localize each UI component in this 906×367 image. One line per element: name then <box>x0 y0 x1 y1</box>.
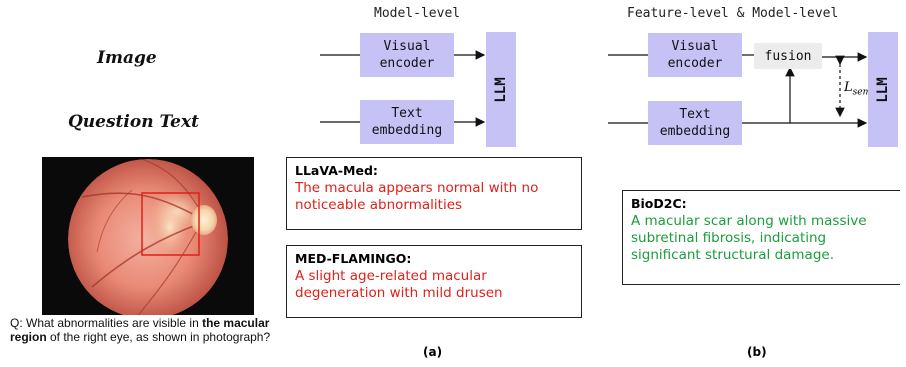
text-embedding-box-a: Text embedding <box>360 100 454 144</box>
visual-encoder-box-b: Visual encoder <box>648 33 742 77</box>
macular-region-highlight <box>141 192 200 256</box>
model-name: LLaVA-Med: <box>295 163 378 178</box>
answer-box-biod2c: BioD2C: A macular scar along with massiv… <box>622 190 900 285</box>
question-text-label: Question Text <box>68 112 199 132</box>
answer-text: A macular scar along with massive subret… <box>631 213 867 263</box>
answer-box-llava-med: LLaVA-Med: The macula appears normal wit… <box>286 157 582 230</box>
fusion-box: fusion <box>754 43 822 69</box>
fundus-photograph <box>42 157 254 315</box>
answer-text: The macula appears normal with no notice… <box>295 180 539 213</box>
answer-text: A slight age-related macular degeneratio… <box>295 268 503 301</box>
caption-b: (b) <box>747 345 767 359</box>
model-name: BioD2C: <box>631 196 687 211</box>
panel-a-title: Model-level <box>374 6 461 21</box>
llm-label-b: LLM <box>875 76 891 103</box>
llm-box-a: LLM <box>486 32 516 147</box>
image-label: Image <box>97 48 157 68</box>
question-text: Q: What abnormalities are visible in the… <box>10 316 271 344</box>
visual-encoder-box-a: Visual encoder <box>360 33 454 77</box>
panel-b-title: Feature-level & Model-level <box>627 6 839 21</box>
model-name: MED-FLAMINGO: <box>295 251 412 266</box>
semantic-loss-label: Lsem <box>844 80 872 98</box>
llm-box-b: LLM <box>868 32 898 147</box>
llm-label-a: LLM <box>493 76 509 103</box>
text-embedding-box-b: Text embedding <box>648 101 742 145</box>
caption-a: (a) <box>423 345 443 359</box>
answer-box-med-flamingo: MED-FLAMINGO: A slight age-related macul… <box>286 245 582 318</box>
